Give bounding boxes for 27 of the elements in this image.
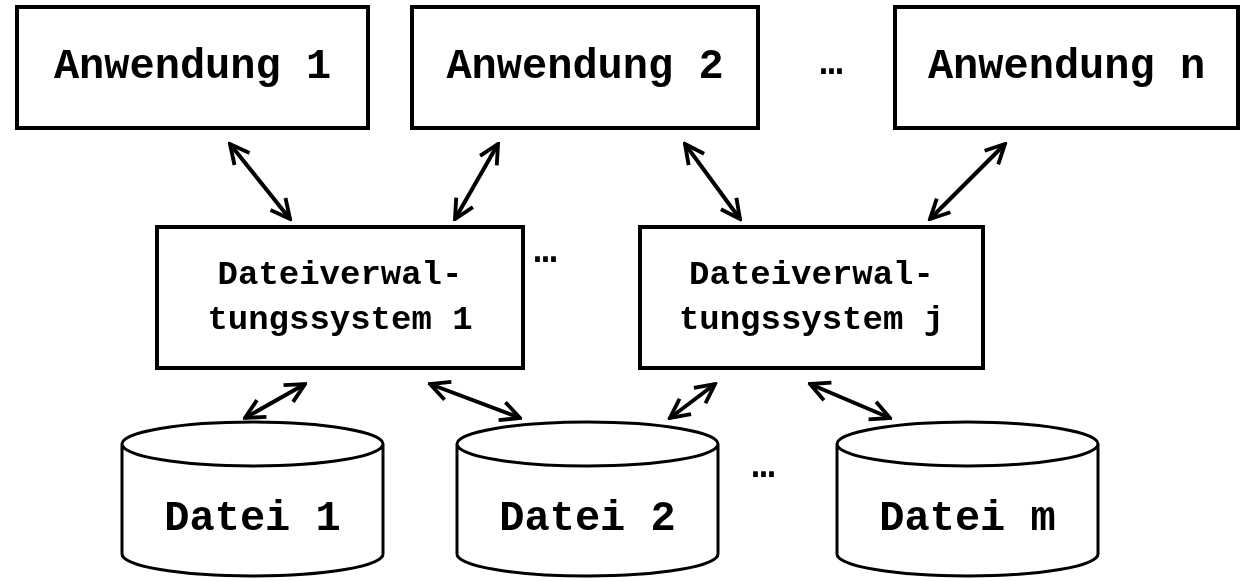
- double-arrow: [428, 379, 522, 423]
- process-box: [893, 5, 1240, 130]
- file-cylinder: [455, 420, 720, 578]
- double-arrow: [808, 380, 892, 422]
- process-box: [155, 225, 525, 370]
- node-label: Datei 1: [163, 493, 342, 545]
- double-arrow: [683, 142, 742, 221]
- ellipsis-label: …: [752, 445, 775, 488]
- double-arrow: [668, 382, 717, 420]
- process-box: [410, 5, 760, 130]
- file-cylinder: [120, 420, 385, 578]
- node-label: Datei 2: [498, 493, 677, 545]
- node-label: Dateiverwal- tungssystem j: [677, 255, 946, 341]
- node-label: Anwendung 2: [445, 42, 725, 94]
- process-box: [15, 5, 370, 130]
- process-box: [638, 225, 985, 370]
- ellipsis-label: …: [820, 42, 843, 85]
- node-label: Dateiverwal- tungssystem 1: [206, 255, 474, 341]
- node-label: Anwendung n: [926, 42, 1207, 94]
- node-label: Datei m: [878, 493, 1057, 545]
- double-arrow: [453, 142, 500, 221]
- file-cylinder: [835, 420, 1100, 578]
- double-arrow: [228, 142, 292, 221]
- double-arrow: [243, 382, 307, 420]
- ellipsis-label: …: [534, 230, 557, 273]
- double-arrow: [928, 142, 1007, 221]
- node-label: Anwendung 1: [52, 42, 333, 94]
